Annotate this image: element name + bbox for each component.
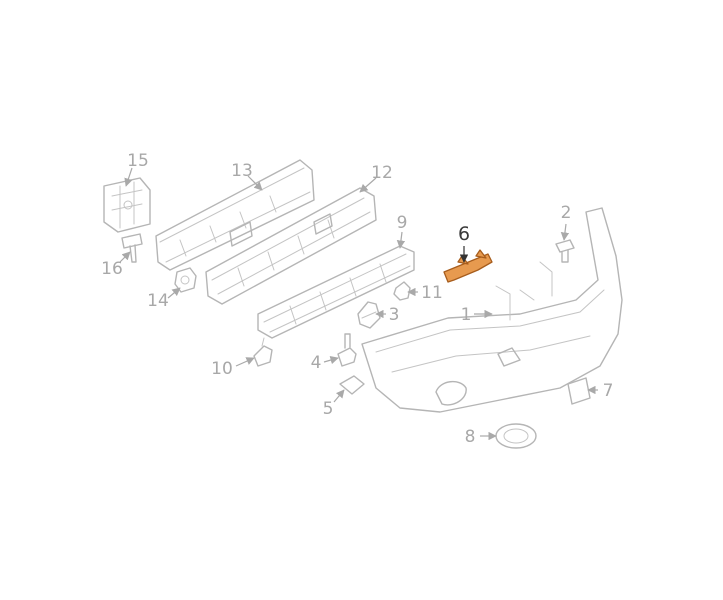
callout-12: 12 [371, 163, 393, 183]
callout-15: 15 [127, 151, 149, 171]
part-11-clip [393, 281, 411, 301]
part-8-fog-lamp-ring [495, 423, 537, 449]
part-7-cover-plate [567, 377, 591, 405]
callout-7: 7 [603, 381, 614, 401]
part-3-clip [357, 301, 381, 329]
callout-10: 10 [211, 359, 233, 379]
part-10-push-pin [253, 337, 273, 367]
callout-8: 8 [465, 427, 476, 447]
part-2-clip [555, 239, 575, 263]
callout-5: 5 [323, 399, 334, 419]
callout-6: 6 [458, 223, 470, 245]
part-4-bolt [337, 333, 357, 367]
callout-2: 2 [561, 203, 572, 223]
callout-13: 13 [231, 161, 253, 181]
callout-14: 14 [147, 291, 169, 311]
callout-11: 11 [421, 283, 443, 303]
callout-16: 16 [101, 259, 123, 279]
part-13-reinforcement-beam [155, 159, 315, 271]
part-15-bracket [103, 177, 151, 233]
part-16-bolt [121, 233, 143, 263]
callout-labels: 15 13 12 9 16 14 11 3 10 4 5 2 1 7 8 6 [101, 151, 613, 447]
leader-lines [119, 167, 598, 441]
callout-3: 3 [389, 305, 400, 325]
callout-9: 9 [397, 213, 408, 233]
part-6-highlighted-bracket [443, 249, 493, 283]
callout-4: 4 [311, 353, 322, 373]
callout-1: 1 [461, 305, 472, 325]
part-5-clip-plate [339, 375, 365, 395]
part-1-bumper-fascia [361, 207, 623, 413]
part-14-nut [174, 267, 197, 293]
